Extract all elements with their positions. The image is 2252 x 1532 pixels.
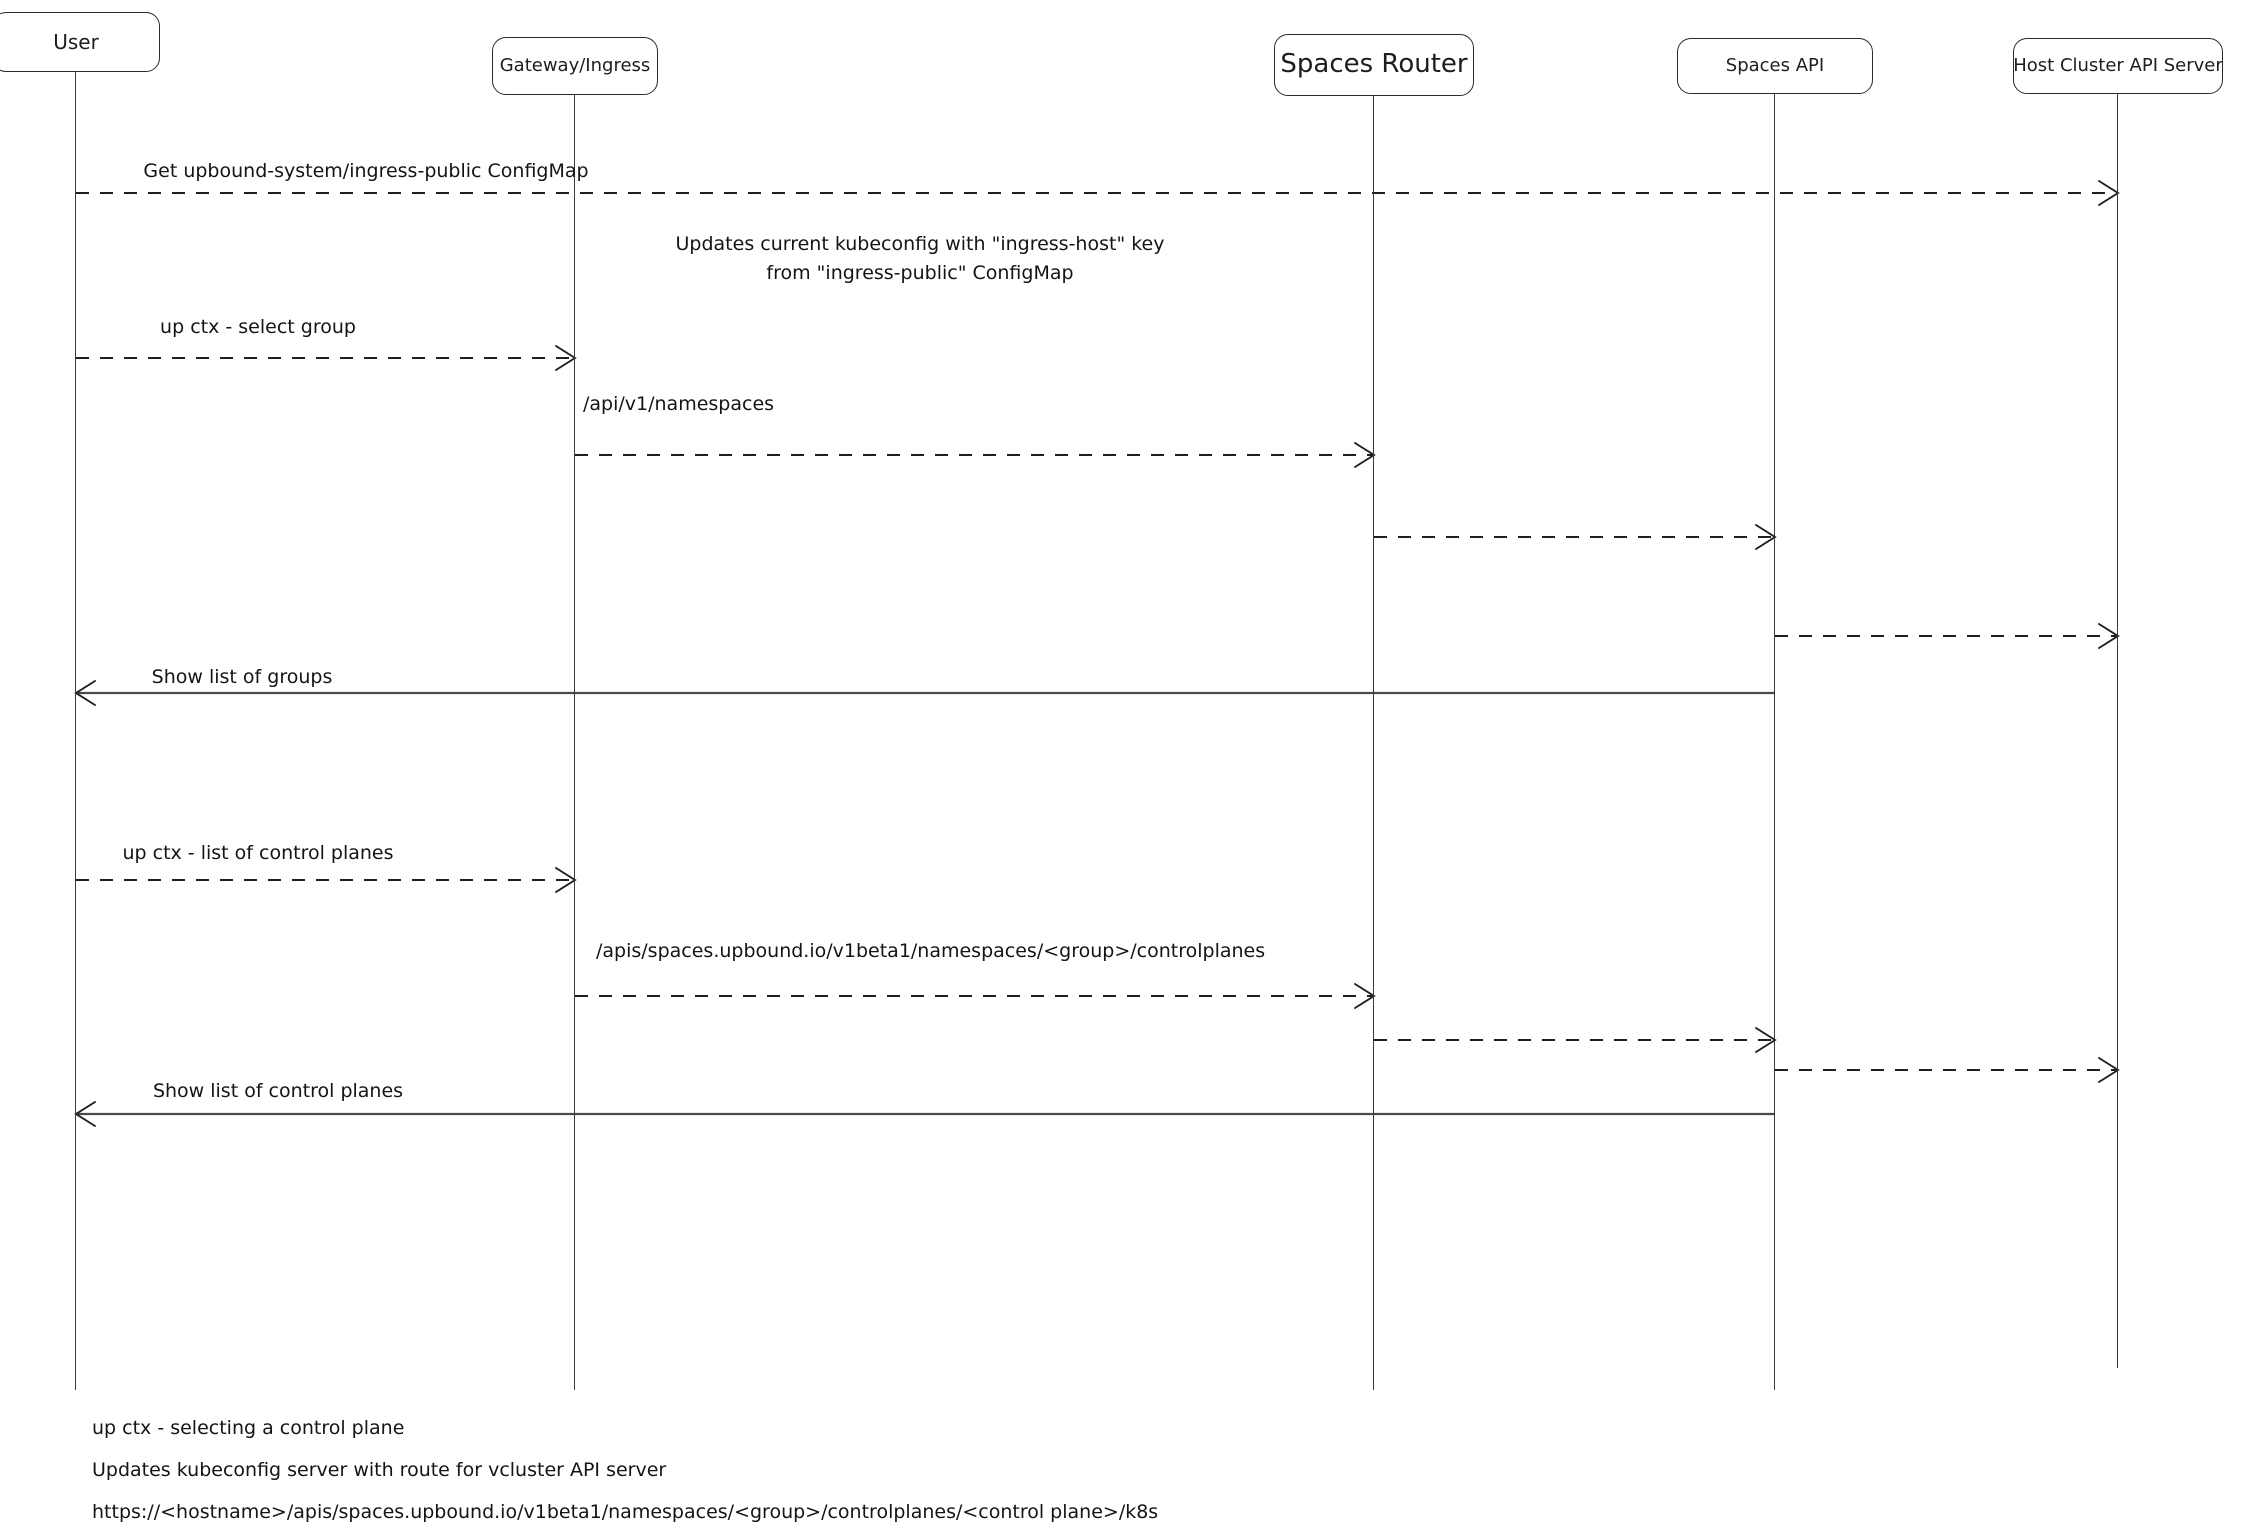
message-label-m8: /apis/spaces.upbound.io/v1beta1/namespac… [596,940,1266,962]
message-m11 [74,1101,1775,1127]
participant-host_api[interactable]: Host Cluster API Server [2013,38,2223,94]
participant-label-gateway: Gateway/Ingress [499,54,651,76]
message-label-m2: up ctx - select group [160,316,356,338]
message-m3 [575,442,1376,468]
participant-label-router: Spaces Router [1280,49,1468,80]
message-label-m7: up ctx - list of control planes [122,842,394,864]
message-m8 [575,983,1376,1009]
message-m10 [1775,1057,2120,1083]
participant-spaces_api[interactable]: Spaces API [1677,38,1873,94]
footnote-f3: https://<hostname>/apis/spaces.upbound.i… [92,1501,1159,1523]
lifeline-router [1373,96,1375,1390]
message-m9 [1374,1027,1777,1053]
message-label-m11: Show list of control planes [152,1080,404,1102]
footnote-f1: up ctx - selecting a control plane [92,1417,405,1439]
message-m7 [76,867,577,893]
participant-user[interactable]: User [0,12,160,72]
message-label-m1: Get upbound-system/ingress-public Config… [143,160,589,182]
message-label-m3: /api/v1/namespaces [583,393,775,415]
lifeline-host_api [2117,94,2119,1368]
footnote-f2: Updates kubeconfig server with route for… [92,1459,667,1481]
message-label-note1: Updates current kubeconfig with "ingress… [675,233,1165,284]
participant-label-host_api: Host Cluster API Server [2013,54,2223,76]
lifeline-gateway [574,95,576,1390]
participant-gateway[interactable]: Gateway/Ingress [492,37,658,95]
message-m5 [1775,623,2120,649]
message-m4 [1374,524,1777,550]
message-label-m6: Show list of groups [151,666,333,688]
participant-label-spaces_api: Spaces API [1725,54,1825,76]
lifeline-user [75,72,77,1390]
participant-router[interactable]: Spaces Router [1274,34,1474,96]
lifeline-spaces_api [1774,94,1776,1390]
participant-label-user: User [53,29,99,54]
message-m2 [76,345,577,371]
